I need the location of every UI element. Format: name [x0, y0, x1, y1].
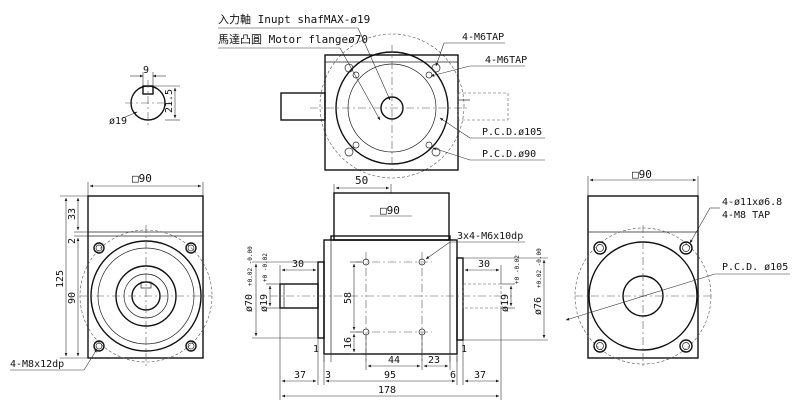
front-b37-left: 37: [294, 370, 306, 381]
note-right-holes: 4-ø11xø6.8: [722, 197, 782, 208]
keyway-width: 9: [143, 65, 149, 76]
front-b6: 6: [450, 370, 456, 381]
keyway-section: 9 21.5 ø19: [109, 65, 180, 127]
front-phi76: ø76: [533, 297, 544, 315]
note-pcd2: P.C.D.ø90: [482, 149, 536, 160]
front-h58: 58: [343, 292, 354, 304]
front-d1: 1: [313, 344, 319, 355]
note-right-tap: 4-M8 TAP: [722, 210, 770, 221]
left-d2: 2: [67, 238, 78, 244]
front-phi70: ø70: [244, 294, 255, 312]
left-view: □90 33 2 125 90 4-M8x12dp: [10, 172, 213, 371]
keyway-depth: 21.5: [164, 89, 175, 113]
front-phi70-tol: +0.02 -0.00: [247, 246, 254, 286]
front-view: 50 □90 3x4-M6x10dp 30: [244, 174, 548, 400]
front-b37-right: 37: [474, 370, 486, 381]
note-side-holes: 3x4-M6x10dp: [457, 231, 523, 242]
front-phi19: ø19: [259, 294, 270, 312]
front-h16: 16: [343, 337, 354, 349]
note-tap1: 4-M6TAP: [462, 32, 504, 43]
front-square: □90: [380, 204, 400, 217]
right-square: □90: [632, 168, 652, 181]
note-pcd1: P.C.D.ø105: [482, 127, 542, 138]
keyway-dia: ø19: [109, 116, 127, 127]
front-total: 178: [378, 385, 396, 396]
note-left-tap: 4-M8x12dp: [10, 359, 64, 370]
note-tap2: 4-M6TAP: [485, 55, 527, 66]
front-b95: 95: [384, 370, 396, 381]
left-d125: 125: [55, 270, 66, 288]
left-d90: 90: [67, 292, 78, 304]
left-square: □90: [132, 172, 152, 185]
note-right-pcd: P.C.D. ø105: [722, 262, 788, 273]
front-phi76-tol: +0.02 -0.00: [536, 248, 543, 288]
front-phi19-tol: +0 -0.02: [262, 253, 269, 282]
front-phi19r: ø19: [500, 294, 511, 312]
front-s30-left: 30: [292, 259, 304, 270]
front-w23: 23: [428, 355, 440, 366]
front-top-width: 50: [355, 174, 368, 187]
right-view: □90 4-ø11xø6.8 4-M8 TAP P.C.D. ø105: [565, 168, 790, 366]
front-s30-right: 30: [478, 259, 490, 270]
front-w44: 44: [388, 355, 400, 366]
front-phi19r-tol: +0 -0.02: [514, 255, 521, 284]
left-d33: 33: [67, 208, 78, 220]
note-input-shaft: 入力軸 Inupt shafMAX-ø19: [218, 12, 370, 26]
front-b3: 3: [325, 370, 331, 381]
top-view: 入力軸 Inupt shafMAX-ø19 馬達凸圓 Motor flangeø…: [218, 12, 545, 179]
note-motor-flange: 馬達凸圓 Motor flangeø70: [218, 33, 368, 46]
front-d1b: 1: [461, 344, 467, 355]
